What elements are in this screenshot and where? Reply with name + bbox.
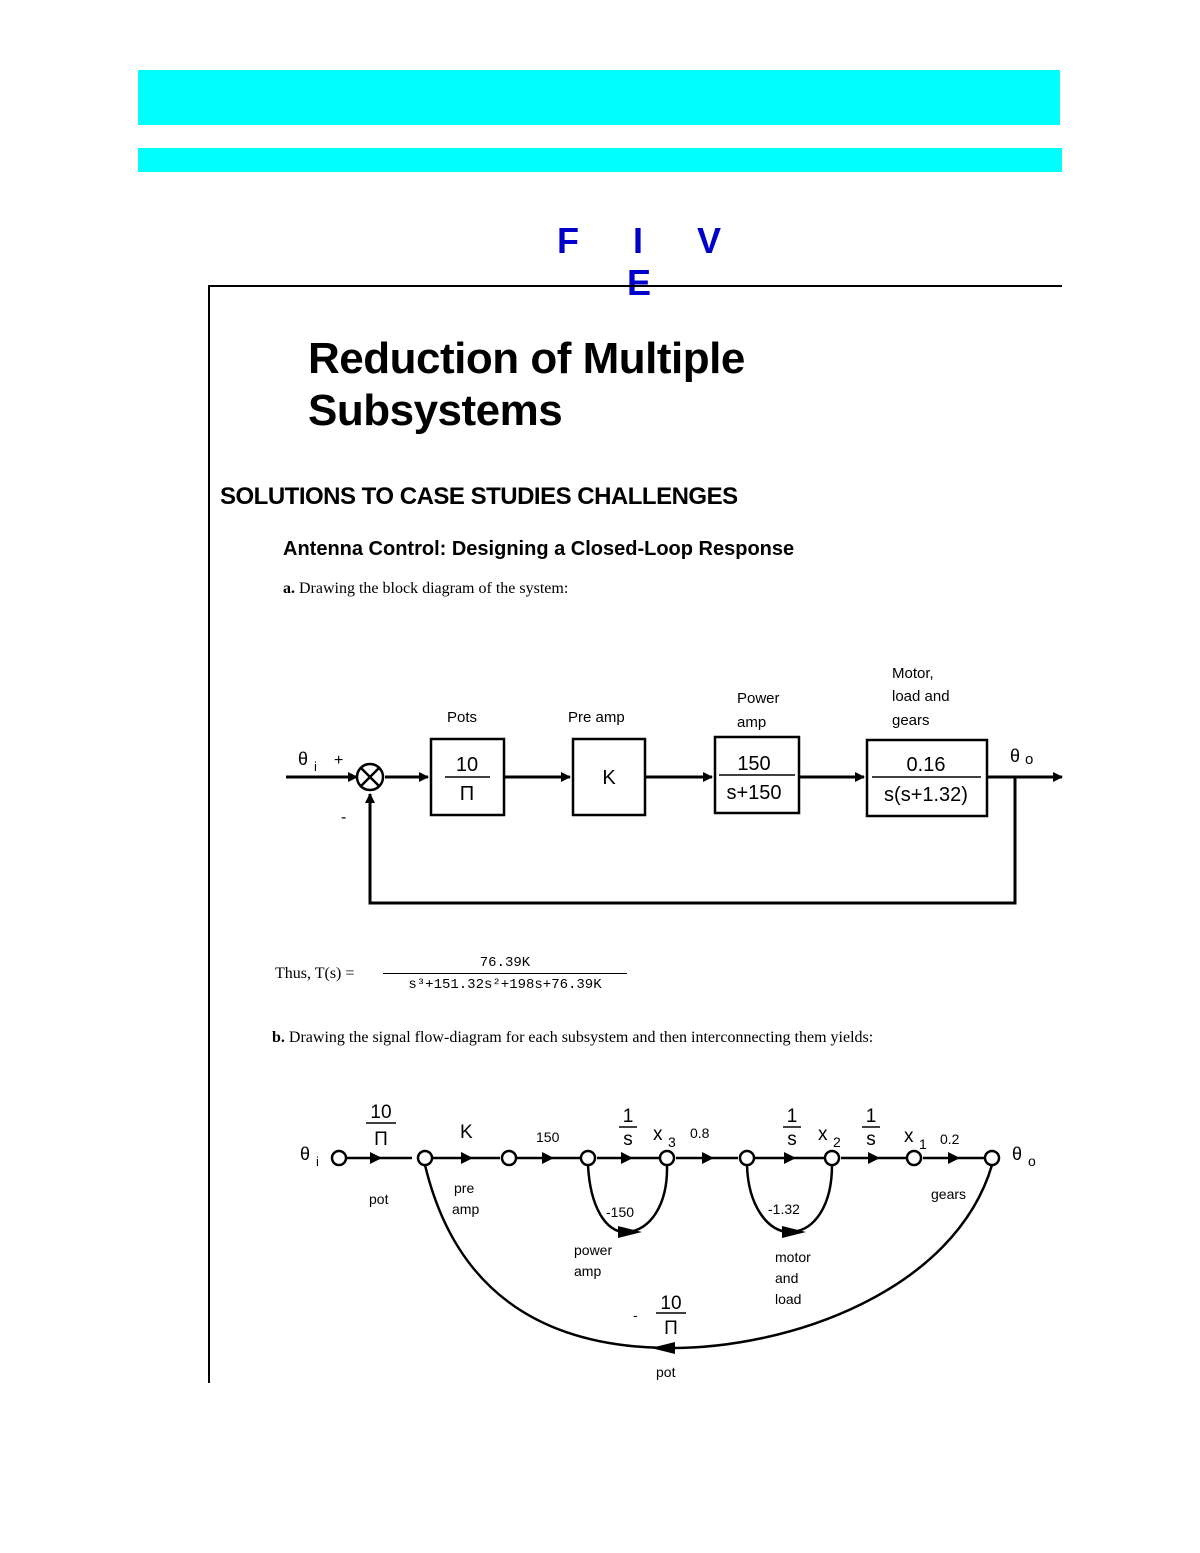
part-a-text: a. Drawing the block diagram of the syst…: [283, 580, 568, 598]
sfg-input-sub: i: [316, 1154, 319, 1169]
sfg-output-symbol: θ: [1012, 1144, 1022, 1164]
power-den: s+150: [726, 782, 781, 804]
sfg-x3-sub: 3: [668, 1134, 676, 1150]
pots-num: 10: [456, 754, 478, 776]
sfg-pot-num: 10: [370, 1102, 391, 1123]
subsection-title: Antenna Control: Designing a Closed-Loop…: [283, 538, 795, 560]
pots-label: Pots: [447, 709, 477, 726]
sfg-gain-08: 0.8: [690, 1125, 710, 1141]
sfg-pot-label: pot: [369, 1191, 389, 1207]
sfg-x2: x: [818, 1124, 828, 1145]
summing-junction: [355, 762, 385, 792]
sfg-loop1-gain: -150: [606, 1204, 634, 1220]
tf-lhs: Thus, T(s) =: [275, 965, 355, 982]
sfg-int2-den: s: [787, 1129, 797, 1150]
node-x2: [823, 1149, 841, 1167]
frame-top-rule: [208, 285, 1062, 287]
sfg-int3-den: s: [866, 1129, 876, 1150]
output-symbol: θ: [1010, 746, 1020, 766]
sfg-input-symbol: θ: [300, 1144, 310, 1164]
sfg-int1-num: 1: [623, 1106, 634, 1127]
pots-den: Π: [460, 783, 474, 805]
chapter-title-line1: Reduction of Multiple: [308, 334, 745, 383]
sfg-feedback-label: pot: [656, 1364, 676, 1380]
sfg-preamp-label-1: pre: [454, 1180, 474, 1196]
loop-132-arrow: [782, 1226, 806, 1238]
output-subscript: o: [1025, 751, 1033, 768]
node-x1: [905, 1149, 923, 1167]
sfg-int1-den: s: [623, 1129, 633, 1150]
preamp-gain: K: [602, 767, 616, 789]
chapter-title: Reduction of Multiple Subsystems: [308, 333, 745, 437]
part-b-label: b.: [272, 1029, 285, 1046]
preamp-label: Pre amp: [568, 709, 625, 726]
sfg-motor-label-1: motor: [775, 1249, 811, 1265]
sfg-int3-num: 1: [866, 1106, 877, 1127]
sfg-feedback-sign: -: [633, 1307, 638, 1323]
feedback-path: [365, 777, 1017, 905]
node-1: [416, 1149, 434, 1167]
node-input: [330, 1149, 348, 1167]
node-3: [579, 1149, 597, 1167]
node-x3: [658, 1149, 676, 1167]
motor-block: [865, 738, 989, 818]
loop-feedback-arrow: [651, 1342, 675, 1354]
tf-numerator: 76.39K: [383, 955, 627, 974]
node-2: [500, 1149, 518, 1167]
node-output: [983, 1149, 1001, 1167]
motor-label-1: Motor,: [892, 665, 934, 682]
plus-sign: +: [334, 752, 343, 769]
loop-132: [745, 1164, 834, 1234]
sfg-motor-label-3: load: [775, 1291, 801, 1307]
chapter-title-line2: Subsystems: [308, 386, 563, 435]
sfg-gain-150: 150: [536, 1129, 560, 1145]
sfg-pot-den: Π: [374, 1129, 388, 1150]
input-subscript: i: [314, 759, 317, 774]
power-label-1: Power: [737, 690, 780, 707]
motor-den: s(s+1.32): [884, 784, 968, 806]
sfg-motor-label-2: and: [775, 1270, 798, 1286]
tf-fraction: 76.39K s³+151.32s²+198s+76.39K: [383, 955, 627, 993]
sfg-gears-label: gears: [931, 1186, 966, 1202]
part-a-body: Drawing the block diagram of the system:: [299, 580, 569, 597]
part-b-body: Drawing the signal flow-diagram for each…: [288, 1029, 874, 1046]
input-symbol: θ: [298, 749, 308, 769]
sfg-preamp-label-2: amp: [452, 1201, 479, 1217]
frame-left-rule: [208, 285, 210, 1383]
loop-150-arrow: [618, 1226, 642, 1238]
sfg-feedback-den: Π: [664, 1318, 678, 1339]
sfg-x1: x: [904, 1126, 914, 1147]
section-title: SOLUTIONS TO CASE STUDIES CHALLENGES: [220, 483, 738, 510]
sfg-x3: x: [653, 1124, 663, 1145]
tf-denominator: s³+151.32s²+198s+76.39K: [408, 977, 602, 993]
sfg-preamp-gain: K: [460, 1122, 473, 1143]
motor-num: 0.16: [907, 754, 946, 776]
part-b-text: b. Drawing the signal flow-diagram for e…: [272, 1029, 873, 1047]
sfg-gain-02: 0.2: [940, 1131, 960, 1147]
sfg-power-label-1: power: [574, 1242, 612, 1258]
header-band-bottom: [138, 148, 1062, 172]
loop-150: [586, 1164, 669, 1234]
header-band-top: [138, 70, 1060, 125]
preamp-block: [571, 737, 647, 817]
power-num: 150: [737, 753, 770, 775]
loop-feedback: [423, 1164, 994, 1350]
sfg-int2-num: 1: [787, 1106, 798, 1127]
power-label-2: amp: [737, 714, 766, 731]
node-4: [738, 1149, 756, 1167]
part-a-label: a.: [283, 580, 295, 597]
motor-label-2: load and: [892, 688, 950, 705]
sfg-feedback-num: 10: [660, 1293, 681, 1314]
motor-label-3: gears: [892, 712, 930, 729]
sfg-power-label-2: amp: [574, 1263, 601, 1279]
chapter-number: F I V E: [556, 220, 743, 303]
sfg-x2-sub: 2: [833, 1134, 841, 1150]
sfg-x1-sub: 1: [919, 1136, 927, 1152]
minus-sign: -: [341, 809, 346, 826]
sfg-output-sub: o: [1028, 1153, 1036, 1169]
sfg-loop2-gain: -1.32: [768, 1201, 800, 1217]
